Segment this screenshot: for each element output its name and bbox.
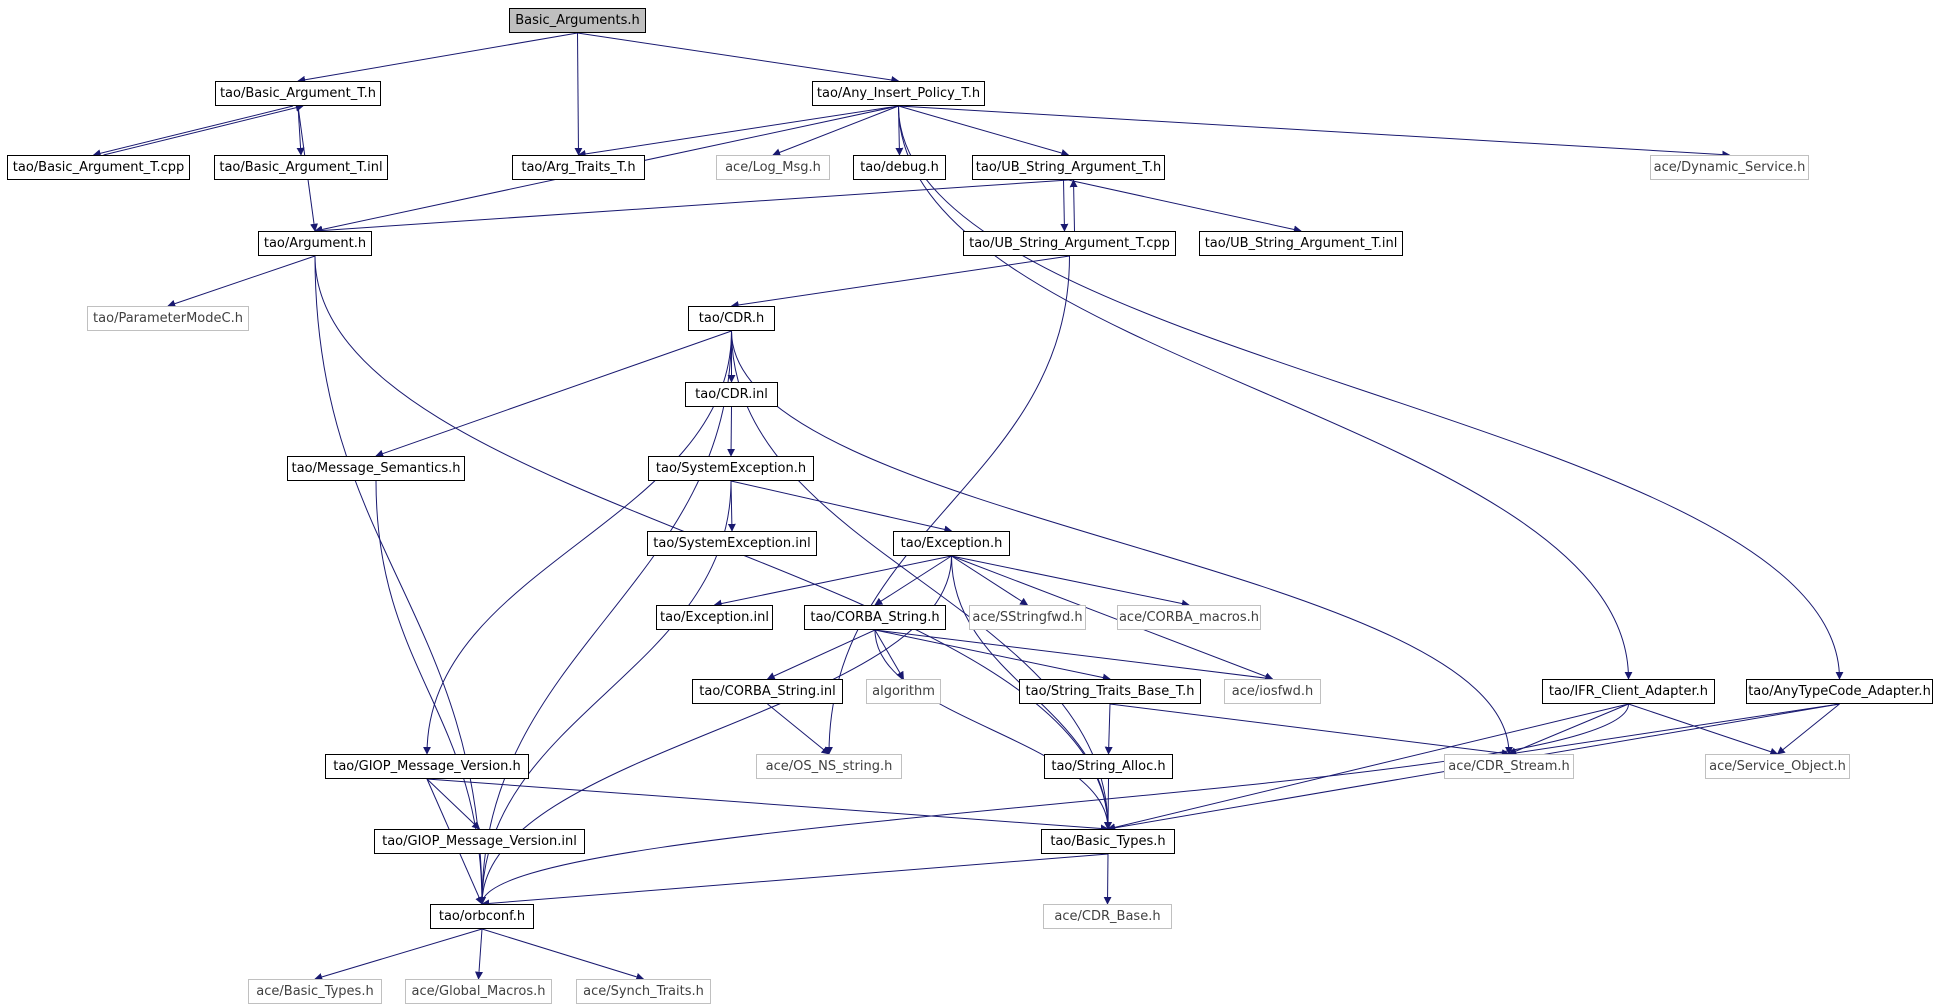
- edge-corba-string-h-to-corba-string-inl: [766, 629, 876, 680]
- node-dynamic-service: ace/Dynamic_Service.h: [1650, 155, 1809, 180]
- node-basic-types-tao[interactable]: tao/Basic_Types.h: [1041, 829, 1175, 854]
- node-arg-traits[interactable]: tao/Arg_Traits_T.h: [512, 155, 645, 180]
- node-giop-msg-version-inl[interactable]: tao/GIOP_Message_Version.inl: [374, 829, 585, 854]
- edge-ub-string-arg-cpp-to-cdr-h: [730, 255, 1070, 309]
- node-cdr-inl[interactable]: tao/CDR.inl: [685, 382, 778, 407]
- node-basic-argument-t-inl[interactable]: tao/Basic_Argument_T.inl: [214, 155, 388, 180]
- node-log-msg: ace/Log_Msg.h: [716, 155, 830, 180]
- edge-any-insert-policy-to-log-msg: [772, 105, 899, 157]
- edge-orbconf-to-global-macros: [475, 928, 483, 980]
- edge-cdr-inl-to-systemexception-h: [727, 406, 736, 457]
- edge-ub-string-arg-h-to-ub-string-arg-cpp: [1060, 179, 1069, 232]
- node-basic-argument-t-h[interactable]: tao/Basic_Argument_T.h: [215, 81, 381, 106]
- edge-exception-h-to-iosfwd: [951, 555, 1274, 681]
- node-string-traits-base[interactable]: tao/String_Traits_Base_T.h: [1019, 679, 1201, 704]
- node-anytypecode-adapter[interactable]: tao/AnyTypeCode_Adapter.h: [1746, 679, 1933, 704]
- edge-any-insert-policy-to-dynamic-service: [898, 105, 1731, 159]
- edge-basic-argument-t-cpp-to-basic-argument-t-h: [103, 103, 304, 156]
- node-systemexception-h[interactable]: tao/SystemException.h: [648, 456, 814, 481]
- node-corba-macros: ace/CORBA_macros.h: [1117, 605, 1261, 630]
- node-ub-string-arg-cpp[interactable]: tao/UB_String_Argument_T.cpp: [963, 231, 1176, 256]
- edge-basic-arguments-to-arg-traits: [574, 32, 583, 156]
- node-corba-string-inl[interactable]: tao/CORBA_String.inl: [692, 679, 843, 704]
- node-os-ns-string: ace/OS_NS_string.h: [756, 754, 902, 779]
- node-exception-inl[interactable]: tao/Exception.inl: [656, 605, 773, 630]
- node-giop-msg-version-h[interactable]: tao/GIOP_Message_Version.h: [325, 754, 529, 779]
- edge-corba-string-h-to-string-traits-base: [874, 629, 1111, 682]
- node-message-semantics[interactable]: tao/Message_Semantics.h: [287, 456, 465, 481]
- edge-cdr-h-to-message-semantics: [375, 330, 732, 458]
- edge-any-insert-policy-to-ub-string-arg-h: [898, 105, 1070, 157]
- edge-ifr-client-adapter-to-cdr-stream: [1508, 703, 1629, 755]
- edge-cdr-h-to-basic-types-tao: [731, 330, 1112, 830]
- node-parametermodec: tao/ParameterModeC.h: [87, 306, 249, 331]
- edge-corba-string-inl-to-os-ns-string: [767, 703, 830, 755]
- node-service-object: ace/Service_Object.h: [1705, 754, 1850, 779]
- edge-basic-types-tao-to-orbconf: [481, 853, 1109, 908]
- edge-giop-msg-version-h-to-basic-types-tao: [426, 778, 1109, 833]
- edge-ifr-client-adapter-to-service-object: [1628, 703, 1779, 756]
- edge-orbconf-to-basic-types-ace: [314, 928, 483, 981]
- node-cdr-base: ace/CDR_Base.h: [1043, 904, 1172, 929]
- edge-cdr-h-to-orbconf: [478, 330, 732, 905]
- edge-ub-string-arg-cpp-to-os-ns-string: [825, 255, 1070, 755]
- node-ub-string-arg-inl[interactable]: tao/UB_String_Argument_T.inl: [1199, 231, 1403, 256]
- edge-string-traits-base-to-string-alloc: [1104, 703, 1113, 755]
- edge-anytypecode-adapter-to-service-object: [1776, 703, 1840, 755]
- node-string-alloc[interactable]: tao/String_Alloc.h: [1044, 754, 1173, 779]
- node-exception-h[interactable]: tao/Exception.h: [893, 531, 1010, 556]
- edge-basic-argument-t-h-to-basic-argument-t-cpp: [92, 105, 294, 158]
- node-iosfwd: ace/iosfwd.h: [1224, 679, 1321, 704]
- edge-corba-string-h-to-iosfwd: [874, 629, 1274, 683]
- node-systemexception-inl[interactable]: tao/SystemException.inl: [647, 531, 817, 556]
- node-corba-string-h[interactable]: tao/CORBA_String.h: [804, 605, 946, 630]
- node-orbconf[interactable]: tao/orbconf.h: [430, 904, 534, 929]
- edge-ifr-client-adapter-to-basic-types-tao: [1107, 703, 1629, 832]
- edge-ifr-client-adapter-to-orbconf: [478, 703, 1629, 905]
- edge-any-insert-policy-to-anytypecode-adapter: [898, 105, 1844, 680]
- edge-basic-types-tao-to-cdr-base: [1103, 853, 1112, 905]
- node-sstringfwd: ace/SStringfwd.h: [969, 605, 1086, 630]
- edge-basic-argument-t-h-to-basic-argument-t-inl: [296, 105, 305, 156]
- edge-exception-h-to-sstringfwd: [951, 555, 1029, 606]
- edge-basic-arguments-to-any-insert-policy: [577, 32, 900, 84]
- edge-basic-arguments-to-basic-argument-t-h: [297, 32, 578, 84]
- node-argument[interactable]: tao/Argument.h: [258, 231, 372, 256]
- node-cdr-h[interactable]: tao/CDR.h: [688, 306, 775, 331]
- edge-corba-string-h-to-algorithm: [874, 629, 904, 680]
- edge-giop-msg-version-h-to-giop-msg-version-inl: [426, 778, 481, 830]
- edge-exception-h-to-corba-macros: [951, 555, 1190, 608]
- edge-orbconf-to-synch-traits: [481, 928, 645, 981]
- node-basic-types-ace: ace/Basic_Types.h: [248, 979, 382, 1004]
- edge-argument-to-orbconf: [314, 255, 486, 905]
- node-ub-string-arg-h[interactable]: tao/UB_String_Argument_T.h: [972, 155, 1165, 180]
- node-synch-traits: ace/Synch_Traits.h: [576, 979, 711, 1004]
- edge-corba-string-h-to-basic-types-tao: [874, 629, 1112, 830]
- edge-string-alloc-to-basic-types-tao: [1104, 778, 1113, 830]
- edge-systemexception-h-to-exception-h: [730, 480, 953, 534]
- node-cdr-stream: ace/CDR_Stream.h: [1444, 754, 1574, 779]
- node-debug[interactable]: tao/debug.h: [853, 155, 946, 180]
- node-algorithm: algorithm: [866, 679, 941, 704]
- edge-anytypecode-adapter-to-cdr-stream: [1508, 703, 1840, 757]
- edge-argument-to-parametermodec: [167, 255, 316, 308]
- edge-ub-string-arg-h-to-ub-string-arg-inl: [1068, 179, 1302, 234]
- node-basic-argument-t-cpp[interactable]: tao/Basic_Argument_T.cpp: [7, 155, 190, 180]
- node-any-insert-policy[interactable]: tao/Any_Insert_Policy_T.h: [812, 81, 985, 106]
- node-basic-arguments[interactable]: Basic_Arguments.h: [509, 8, 646, 33]
- edge-ub-string-arg-h-to-argument: [314, 179, 1069, 235]
- node-global-macros: ace/Global_Macros.h: [405, 979, 552, 1004]
- edge-exception-h-to-exception-inl: [713, 555, 952, 608]
- edge-any-insert-policy-to-arg-traits: [577, 105, 899, 158]
- edge-string-traits-base-to-cdr-stream: [1109, 703, 1510, 758]
- edge-any-insert-policy-to-ifr-client-adapter: [898, 105, 1633, 680]
- edge-exception-h-to-corba-string-h: [874, 555, 952, 606]
- edge-ub-string-arg-cpp-to-ub-string-arg-h: [1069, 179, 1078, 232]
- node-ifr-client-adapter[interactable]: tao/IFR_Client_Adapter.h: [1542, 679, 1715, 704]
